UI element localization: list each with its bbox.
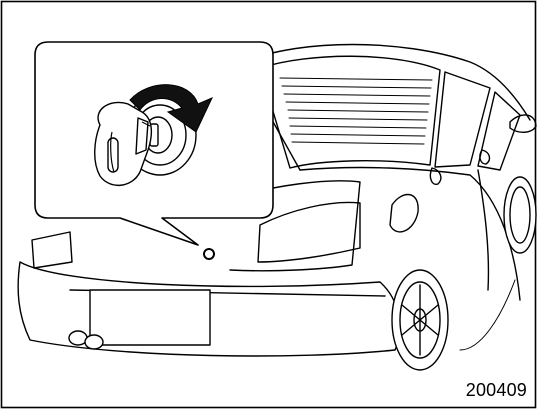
trunk-lock-icon <box>204 249 214 259</box>
front-tire <box>504 177 536 253</box>
exhaust-pipe-2 <box>85 335 103 349</box>
exhaust-pipe-1 <box>69 331 87 345</box>
license-plate <box>90 290 210 345</box>
figure-id-label: 200409 <box>466 380 527 401</box>
callout-bubble <box>35 42 273 245</box>
